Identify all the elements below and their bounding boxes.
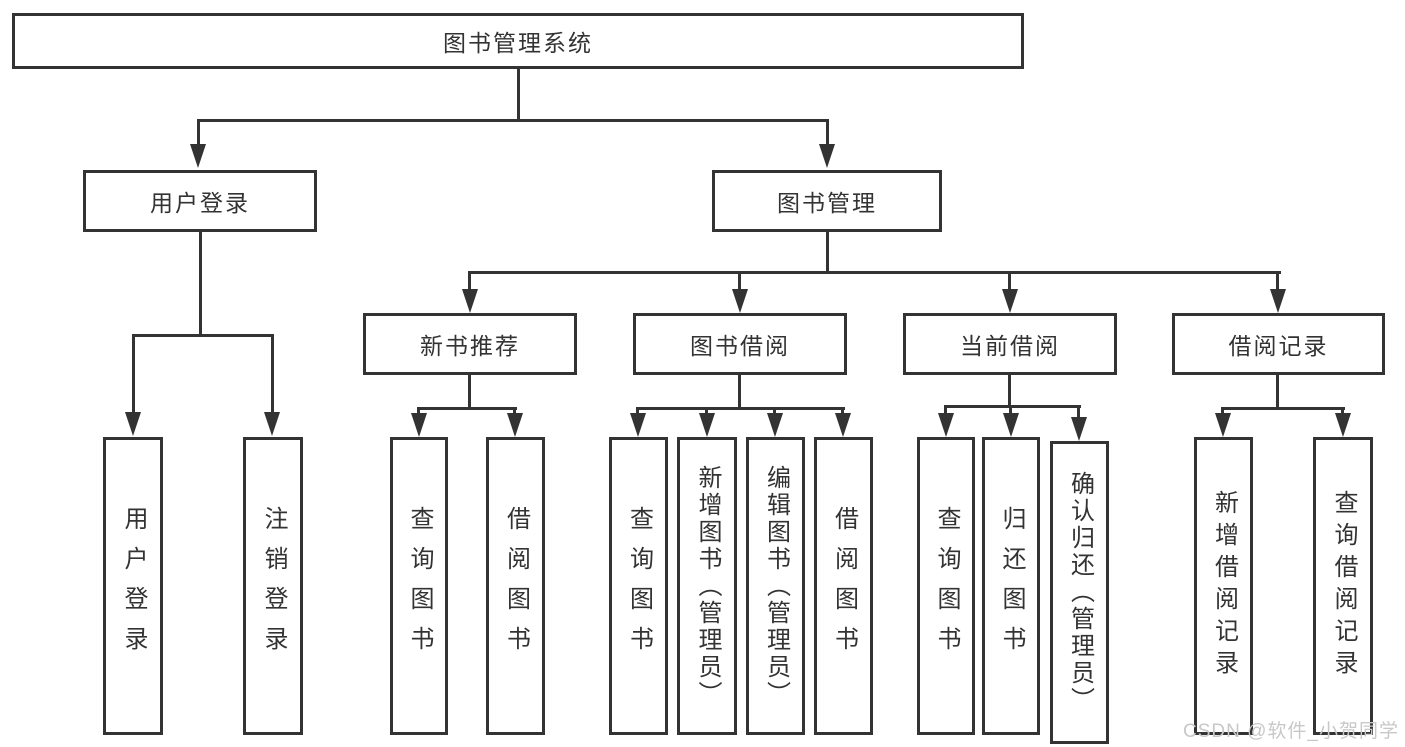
leaf-user-login: 用户登录 (103, 437, 163, 735)
connector-line (1221, 407, 1345, 410)
arrow-down-icon (411, 413, 427, 437)
connector-line (417, 407, 517, 410)
connector-line (517, 69, 520, 122)
arrow-down-icon (1335, 413, 1351, 437)
connector-line (468, 271, 1281, 274)
node-user-login: 用户登录 (83, 170, 317, 232)
arrow-down-icon (125, 412, 141, 436)
arrow-down-icon (462, 289, 478, 313)
arrow-down-icon (1003, 413, 1019, 437)
arrow-down-icon (630, 413, 646, 437)
arrow-down-icon (507, 413, 523, 437)
connector-line (1077, 405, 1080, 419)
arrow-down-icon (264, 412, 280, 436)
arrow-down-icon (1002, 289, 1018, 313)
connector-line (636, 407, 639, 417)
connector-line (944, 405, 947, 415)
arrow-down-icon (938, 413, 954, 437)
connector-line (826, 119, 829, 147)
connector-line (132, 334, 135, 414)
connector-line (468, 375, 471, 410)
connector-line (1341, 407, 1344, 417)
arrow-down-icon (732, 289, 748, 313)
arrow-down-icon (190, 144, 206, 168)
node-book-borrowing: 图书借阅 (633, 313, 847, 375)
arrow-down-icon (1071, 417, 1087, 441)
connector-line (1221, 407, 1224, 417)
node-book-management: 图书管理 (712, 170, 942, 232)
leaf-return-books: 归还图书 (982, 437, 1040, 735)
watermark: CSDN @软件_小贺同学 (1183, 721, 1399, 742)
node-root: 图书管理系统 (12, 13, 1024, 69)
leaf-query-books-current: 查询图书 (917, 437, 975, 735)
connector-line (417, 407, 420, 417)
connector-line (197, 119, 200, 147)
arrow-down-icon (835, 413, 851, 437)
connector-line (738, 375, 741, 410)
leaf-confirm-return-admin: 确认归还（管理员） (1050, 441, 1109, 744)
connector-line (513, 407, 516, 417)
connector-line (199, 232, 202, 337)
connector-line (132, 334, 274, 337)
connector-line (1009, 405, 1012, 415)
node-borrowing-records: 借阅记录 (1172, 313, 1385, 375)
leaf-logout: 注销登录 (243, 437, 303, 735)
leaf-add-borrow-record: 新增借阅记录 (1194, 437, 1253, 735)
connector-line (826, 232, 829, 273)
arrow-down-icon (1270, 289, 1286, 313)
connector-line (271, 334, 274, 414)
connector-line (468, 271, 471, 291)
leaf-borrow-books: 借阅图书 (814, 437, 873, 735)
arrow-down-icon (819, 144, 835, 168)
connector-line (705, 407, 708, 417)
leaf-edit-books-admin: 编辑图书（管理员） (746, 437, 805, 735)
arrow-down-icon (767, 413, 783, 437)
connector-line (773, 407, 776, 417)
connector-line (738, 271, 741, 291)
connector-line (944, 405, 1081, 408)
connector-line (197, 119, 829, 122)
node-current-borrowing: 当前借阅 (903, 313, 1117, 375)
arrow-down-icon (699, 413, 715, 437)
leaf-query-borrow-record: 查询借阅记录 (1313, 437, 1373, 735)
connector-line (1276, 375, 1279, 410)
leaf-query-books-recommend: 查询图书 (390, 437, 448, 735)
leaf-query-books-borrow: 查询图书 (609, 437, 668, 735)
leaf-borrow-books-recommend: 借阅图书 (486, 437, 545, 735)
node-new-book-recommendation: 新书推荐 (363, 313, 577, 375)
connector-line (1008, 271, 1011, 291)
connector-line (1008, 375, 1011, 407)
connector-line (1276, 271, 1279, 291)
arrow-down-icon (1215, 413, 1231, 437)
connector-line (841, 407, 844, 417)
leaf-add-books-admin: 新增图书（管理员） (677, 437, 737, 735)
connector-line (636, 407, 845, 410)
